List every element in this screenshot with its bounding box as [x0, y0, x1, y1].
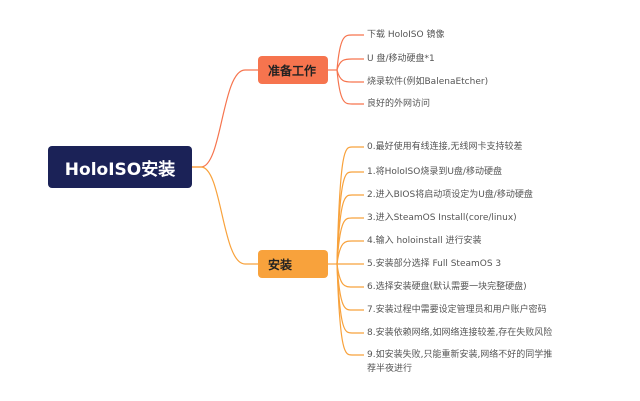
install-step[interactable]: 7.安装过程中需要设定管理员和用户账户密码 — [367, 305, 547, 315]
prep-item[interactable]: 良好的外网访问 — [367, 99, 431, 109]
install-step[interactable]: 8.安装依赖网络,如网络连接较差,存在失败风险 — [367, 328, 553, 338]
prep-item-line — [336, 69, 364, 83]
install-step[interactable]: 1.将HoloISO烧录到U盘/移动硬盘 — [367, 167, 502, 177]
install-step-line — [336, 240, 364, 265]
branch-preparation[interactable]: 准备工作 — [258, 56, 328, 84]
install-step[interactable]: 9.如安装失败,只能重新安装,网络不好的同学推荐半夜进行 — [367, 350, 553, 374]
prep-item[interactable]: 烧录软件(例如BalenaEtcher) — [367, 77, 489, 87]
install-step[interactable]: 2.进入BIOS将启动项设定为U盘/移动硬盘 — [367, 190, 533, 200]
install-step[interactable]: 0.最好使用有线连接,无线网卡支持较差 — [367, 142, 523, 152]
install-step-line — [336, 217, 364, 265]
install-step[interactable]: 6.选择安装硬盘(默认需要一块完整硬盘) — [367, 282, 527, 292]
prep-item-line — [336, 69, 364, 105]
root-to-install-line — [192, 166, 258, 265]
install-step[interactable]: 5.安装部分选择 Full SteamOS 3 — [367, 259, 502, 269]
branch-install[interactable]: 安装 — [258, 250, 328, 278]
prep-item-line — [336, 34, 364, 71]
install-step-line — [336, 263, 364, 288]
install-step-line — [336, 194, 364, 265]
install-step-line — [336, 263, 364, 356]
root-to-prep-line — [192, 69, 258, 168]
prep-item-line — [336, 58, 364, 71]
root-node[interactable]: HoloISO安装 — [48, 146, 192, 188]
prep-item[interactable]: U 盘/移动硬盘*1 — [367, 54, 435, 64]
install-step[interactable]: 3.进入SteamOS Install(core/linux) — [367, 213, 517, 223]
prep-item[interactable]: 下载 HoloISO 镜像 — [367, 30, 445, 40]
install-step[interactable]: 4.输入 holoinstall 进行安装 — [367, 236, 482, 246]
